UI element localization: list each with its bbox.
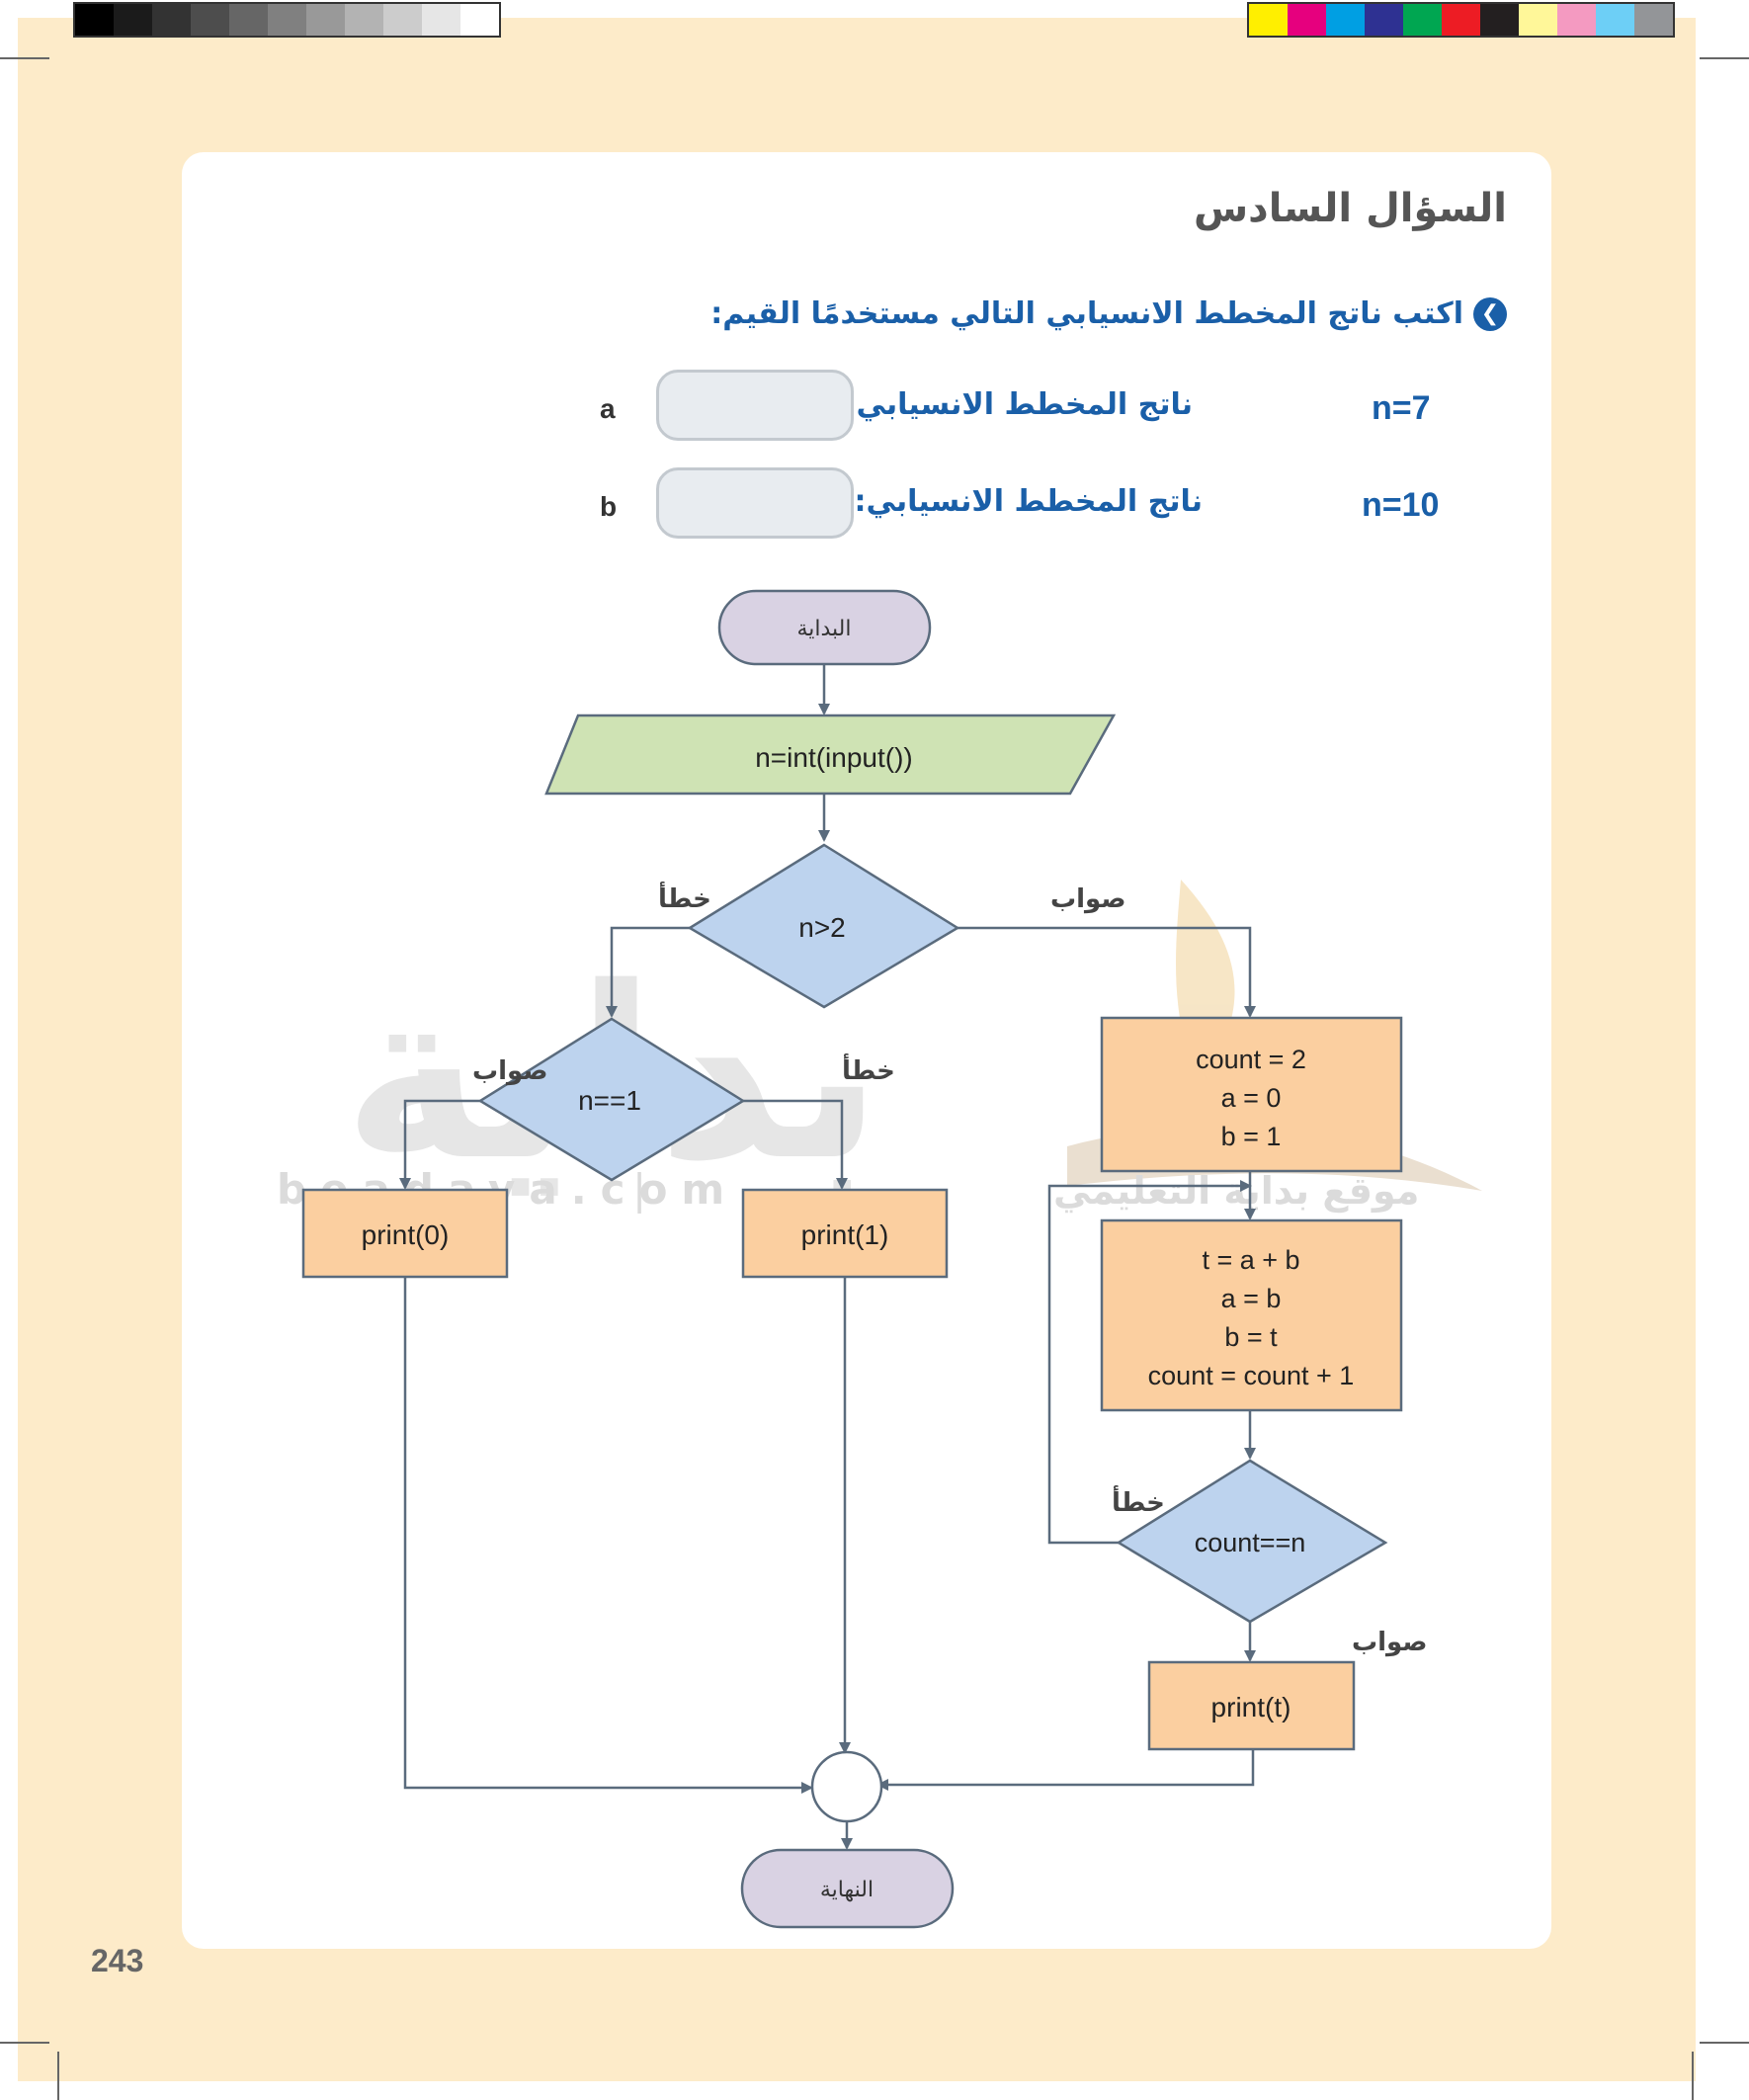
color-swatch bbox=[1480, 4, 1519, 36]
color-swatch bbox=[345, 4, 383, 36]
color-swatch bbox=[152, 4, 191, 36]
answer-box-b[interactable] bbox=[656, 467, 854, 539]
color-swatch bbox=[268, 4, 306, 36]
decision2-true-label: صواب bbox=[472, 1056, 547, 1086]
init-box bbox=[1100, 1016, 1403, 1173]
color-swatch bbox=[1519, 4, 1557, 36]
output-label-2: ناتج المخطط الانسيابي: bbox=[854, 484, 1203, 519]
decision2-label: n==1 bbox=[578, 1085, 641, 1116]
merge-connector bbox=[810, 1750, 883, 1823]
print0-label: print(0) bbox=[362, 1219, 450, 1250]
output-label-1: ناتج المخطط الانسيابي: bbox=[844, 387, 1193, 422]
question-line: ❯ اكتب ناتج المخطط الانسيابي التالي مستخ… bbox=[710, 296, 1507, 331]
decision3-label: count==n bbox=[1195, 1528, 1306, 1557]
decision3-diamond bbox=[1116, 1459, 1388, 1624]
end-terminal bbox=[740, 1848, 955, 1929]
crop-mark bbox=[1700, 57, 1749, 59]
watermark-caption: موقع بداية التعليمي bbox=[1053, 1169, 1419, 1213]
decision1-diamond bbox=[687, 843, 960, 1009]
color-swatch bbox=[460, 4, 499, 36]
decision1-true-label: صواب bbox=[1050, 884, 1125, 914]
decision3-false-label: خطأ bbox=[1112, 1485, 1165, 1518]
connector-printt-merge bbox=[876, 1749, 1255, 1791]
connectors bbox=[399, 664, 1256, 1850]
color-swatch bbox=[422, 4, 460, 36]
decision2-diamond bbox=[477, 1017, 746, 1182]
start-terminal bbox=[717, 589, 932, 666]
color-swatch bbox=[383, 4, 422, 36]
input-label: n=int(input()) bbox=[755, 742, 913, 773]
color-swatch bbox=[1596, 4, 1634, 36]
connector-decision1-true bbox=[958, 926, 1256, 1018]
color-swatch bbox=[229, 4, 268, 36]
answer-label-a: a bbox=[600, 393, 616, 424]
init-line-2: a = 0 bbox=[1221, 1083, 1282, 1113]
crop-mark bbox=[0, 57, 49, 59]
color-swatch bbox=[1365, 4, 1403, 36]
input-value-2: n=10 bbox=[1362, 486, 1440, 524]
color-swatch bbox=[75, 4, 114, 36]
color-swatch bbox=[306, 4, 345, 36]
crop-mark bbox=[57, 2052, 59, 2100]
connector-print0-merge bbox=[403, 1277, 813, 1794]
start-label: البداية bbox=[796, 617, 851, 641]
color-swatch bbox=[1442, 4, 1480, 36]
question-text: اكتب ناتج المخطط الانسيابي التالي مستخدم… bbox=[710, 296, 1463, 331]
color-swatch bbox=[1288, 4, 1326, 36]
printt-box bbox=[1147, 1660, 1356, 1751]
connector-decision2-false bbox=[743, 1099, 848, 1190]
input-parallelogram bbox=[544, 714, 1117, 796]
color-swatch bbox=[1557, 4, 1596, 36]
decision3-true-label: صواب bbox=[1352, 1628, 1427, 1657]
answer-box-a[interactable] bbox=[656, 370, 854, 441]
print1-box bbox=[741, 1188, 949, 1279]
connector-decision1-false bbox=[606, 926, 690, 1018]
print1-label: print(1) bbox=[801, 1219, 889, 1250]
answer-label-b: b bbox=[600, 491, 618, 522]
init-line-1: count = 2 bbox=[1196, 1045, 1306, 1074]
print0-box bbox=[301, 1188, 509, 1279]
page-number: 243 bbox=[91, 1943, 144, 1978]
init-line-3: b = 1 bbox=[1221, 1122, 1282, 1151]
loop-line-1: t = a + b bbox=[1202, 1245, 1299, 1275]
connector-decision2-true bbox=[399, 1099, 480, 1190]
color-swatch bbox=[114, 4, 152, 36]
crop-mark bbox=[1692, 2052, 1694, 2100]
watermark-pen-icon bbox=[1176, 880, 1235, 1048]
chevron-right-circle-icon: ❯ bbox=[1473, 296, 1507, 331]
crop-mark bbox=[0, 2042, 49, 2044]
decision1-false-label: خطأ bbox=[658, 882, 711, 914]
crop-mark bbox=[1700, 2042, 1749, 2044]
color-calibration-strip bbox=[1247, 2, 1675, 38]
color-swatch bbox=[191, 4, 229, 36]
decision1-label: n>2 bbox=[798, 912, 846, 943]
color-swatch bbox=[1326, 4, 1365, 36]
loop-line-4: count = count + 1 bbox=[1148, 1361, 1355, 1390]
watermark-divider: | bbox=[632, 1165, 646, 1214]
question-heading: السؤال السادس bbox=[1193, 186, 1507, 231]
loop-body-box bbox=[1100, 1218, 1403, 1412]
decision2-false-label: خطأ bbox=[842, 1053, 895, 1086]
color-swatch bbox=[1249, 4, 1288, 36]
input-value-1: n=7 bbox=[1372, 389, 1431, 427]
loop-line-2: a = b bbox=[1221, 1284, 1282, 1313]
gray-calibration-strip bbox=[73, 2, 501, 38]
color-swatch bbox=[1403, 4, 1442, 36]
end-label: النهاية bbox=[820, 1878, 874, 1902]
color-swatch bbox=[1634, 4, 1673, 36]
loop-line-3: b = t bbox=[1224, 1322, 1278, 1352]
printt-label: print(t) bbox=[1211, 1692, 1291, 1722]
connector-decision3-false bbox=[1047, 1180, 1252, 1545]
